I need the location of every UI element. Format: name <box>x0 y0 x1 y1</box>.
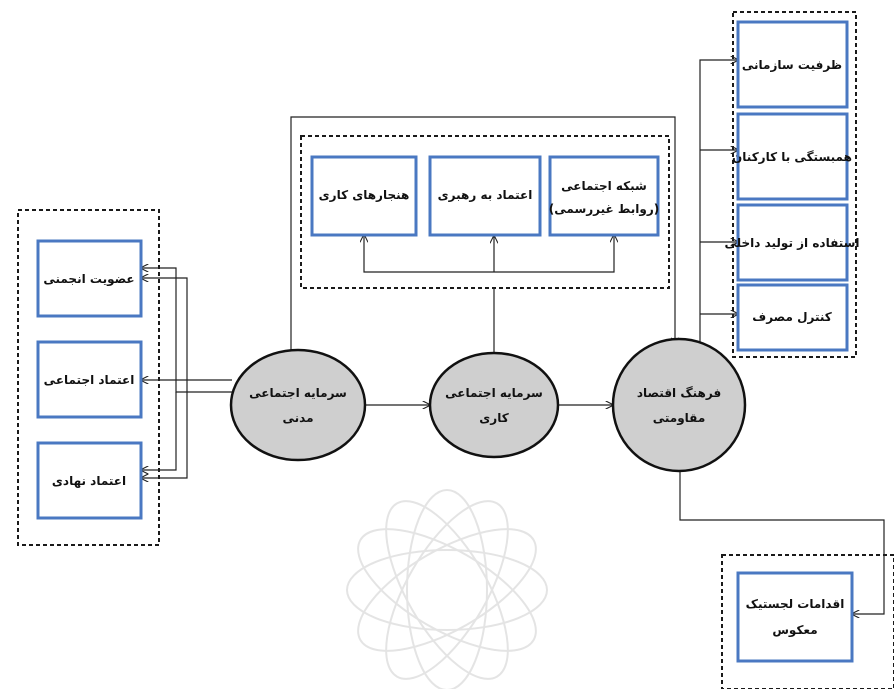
civic-to-resistance-bracket <box>290 116 675 352</box>
left-group-return-low <box>141 392 177 470</box>
node-civic-social-capital: سرمایه اجتماعی مدنی <box>229 348 367 462</box>
node-civic-social-capital-line2: مدنی <box>282 411 313 425</box>
box-social-trust: اعتماد اجتماعی <box>36 340 143 419</box>
node-resistance-economy-culture-line2: مقاومتی <box>653 411 706 426</box>
box-social-network-line2: (روابط غیررسمی) <box>549 202 659 217</box>
right-group-frame <box>732 11 857 358</box>
box-association-membership: عضویت انجمنی <box>36 239 143 318</box>
box-consumption-control: کنترل مصرف <box>736 283 849 352</box>
left-group-frame <box>17 209 160 546</box>
box-reverse-logistics: اقدامات لجستیک معکوس <box>736 571 854 663</box>
node-civic-social-capital-line1: سرمایه اجتماعی <box>249 386 347 400</box>
left-group-connector <box>141 379 232 478</box>
box-reverse-logistics-line1: اقدامات لجستیک <box>746 597 845 611</box>
bottom-right-frame <box>721 554 894 689</box>
watermark-emblem <box>346 489 548 689</box>
box-social-trust-label: اعتماد اجتماعی <box>44 373 135 387</box>
left-group-return <box>141 268 232 393</box>
box-consumption-control-label: کنترل مصرف <box>752 310 832 324</box>
box-institutional-trust: اعتماد نهادی <box>36 441 143 520</box>
box-social-network-line1: شبکه اجتماعی <box>561 179 647 193</box>
box-use-of-domestic-products: استفاده از تولید داخلی <box>724 203 860 282</box>
right-group-connector <box>680 60 738 356</box>
box-work-norms: هنجارهای کاری <box>310 155 418 237</box>
box-trust-in-leadership-label: اعتماد به رهبری <box>438 188 533 202</box>
top-group-frame <box>300 135 670 289</box>
node-work-social-capital-line2: کاری <box>479 411 508 425</box>
left-group-connector-top <box>141 278 188 380</box>
box-reverse-logistics-line2: معکوس <box>772 623 817 638</box>
resistance-to-reverse-logistics <box>679 470 885 614</box>
box-association-membership-label: عضویت انجمنی <box>43 272 134 287</box>
box-solidarity-with-employees: همبستگی با کارکنان <box>732 112 852 201</box>
node-resistance-economy-culture: فرهنگ اقتصاد مقاومتی <box>611 337 747 473</box>
box-use-of-domestic-products-label: استفاده از تولید داخلی <box>724 236 859 251</box>
node-work-social-capital-line1: سرمایه اجتماعی <box>445 386 543 400</box>
box-organizational-capacity-label: ظرفیت سازمانی <box>742 58 842 72</box>
box-trust-in-leadership: اعتماد به رهبری <box>428 155 542 237</box>
box-social-network: شبکه اجتماعی (روابط غیررسمی) <box>548 155 660 237</box>
node-work-social-capital: سرمایه اجتماعی کاری <box>428 351 560 459</box>
box-work-norms-label: هنجارهای کاری <box>319 188 410 202</box>
top-boxes-connector <box>364 235 614 273</box>
box-institutional-trust-label: اعتماد نهادی <box>52 474 126 488</box>
box-solidarity-with-employees-label: همبستگی با کارکنان <box>732 150 852 164</box>
box-organizational-capacity: ظرفیت سازمانی <box>736 20 849 109</box>
node-resistance-economy-culture-line1: فرهنگ اقتصاد <box>637 386 721 400</box>
